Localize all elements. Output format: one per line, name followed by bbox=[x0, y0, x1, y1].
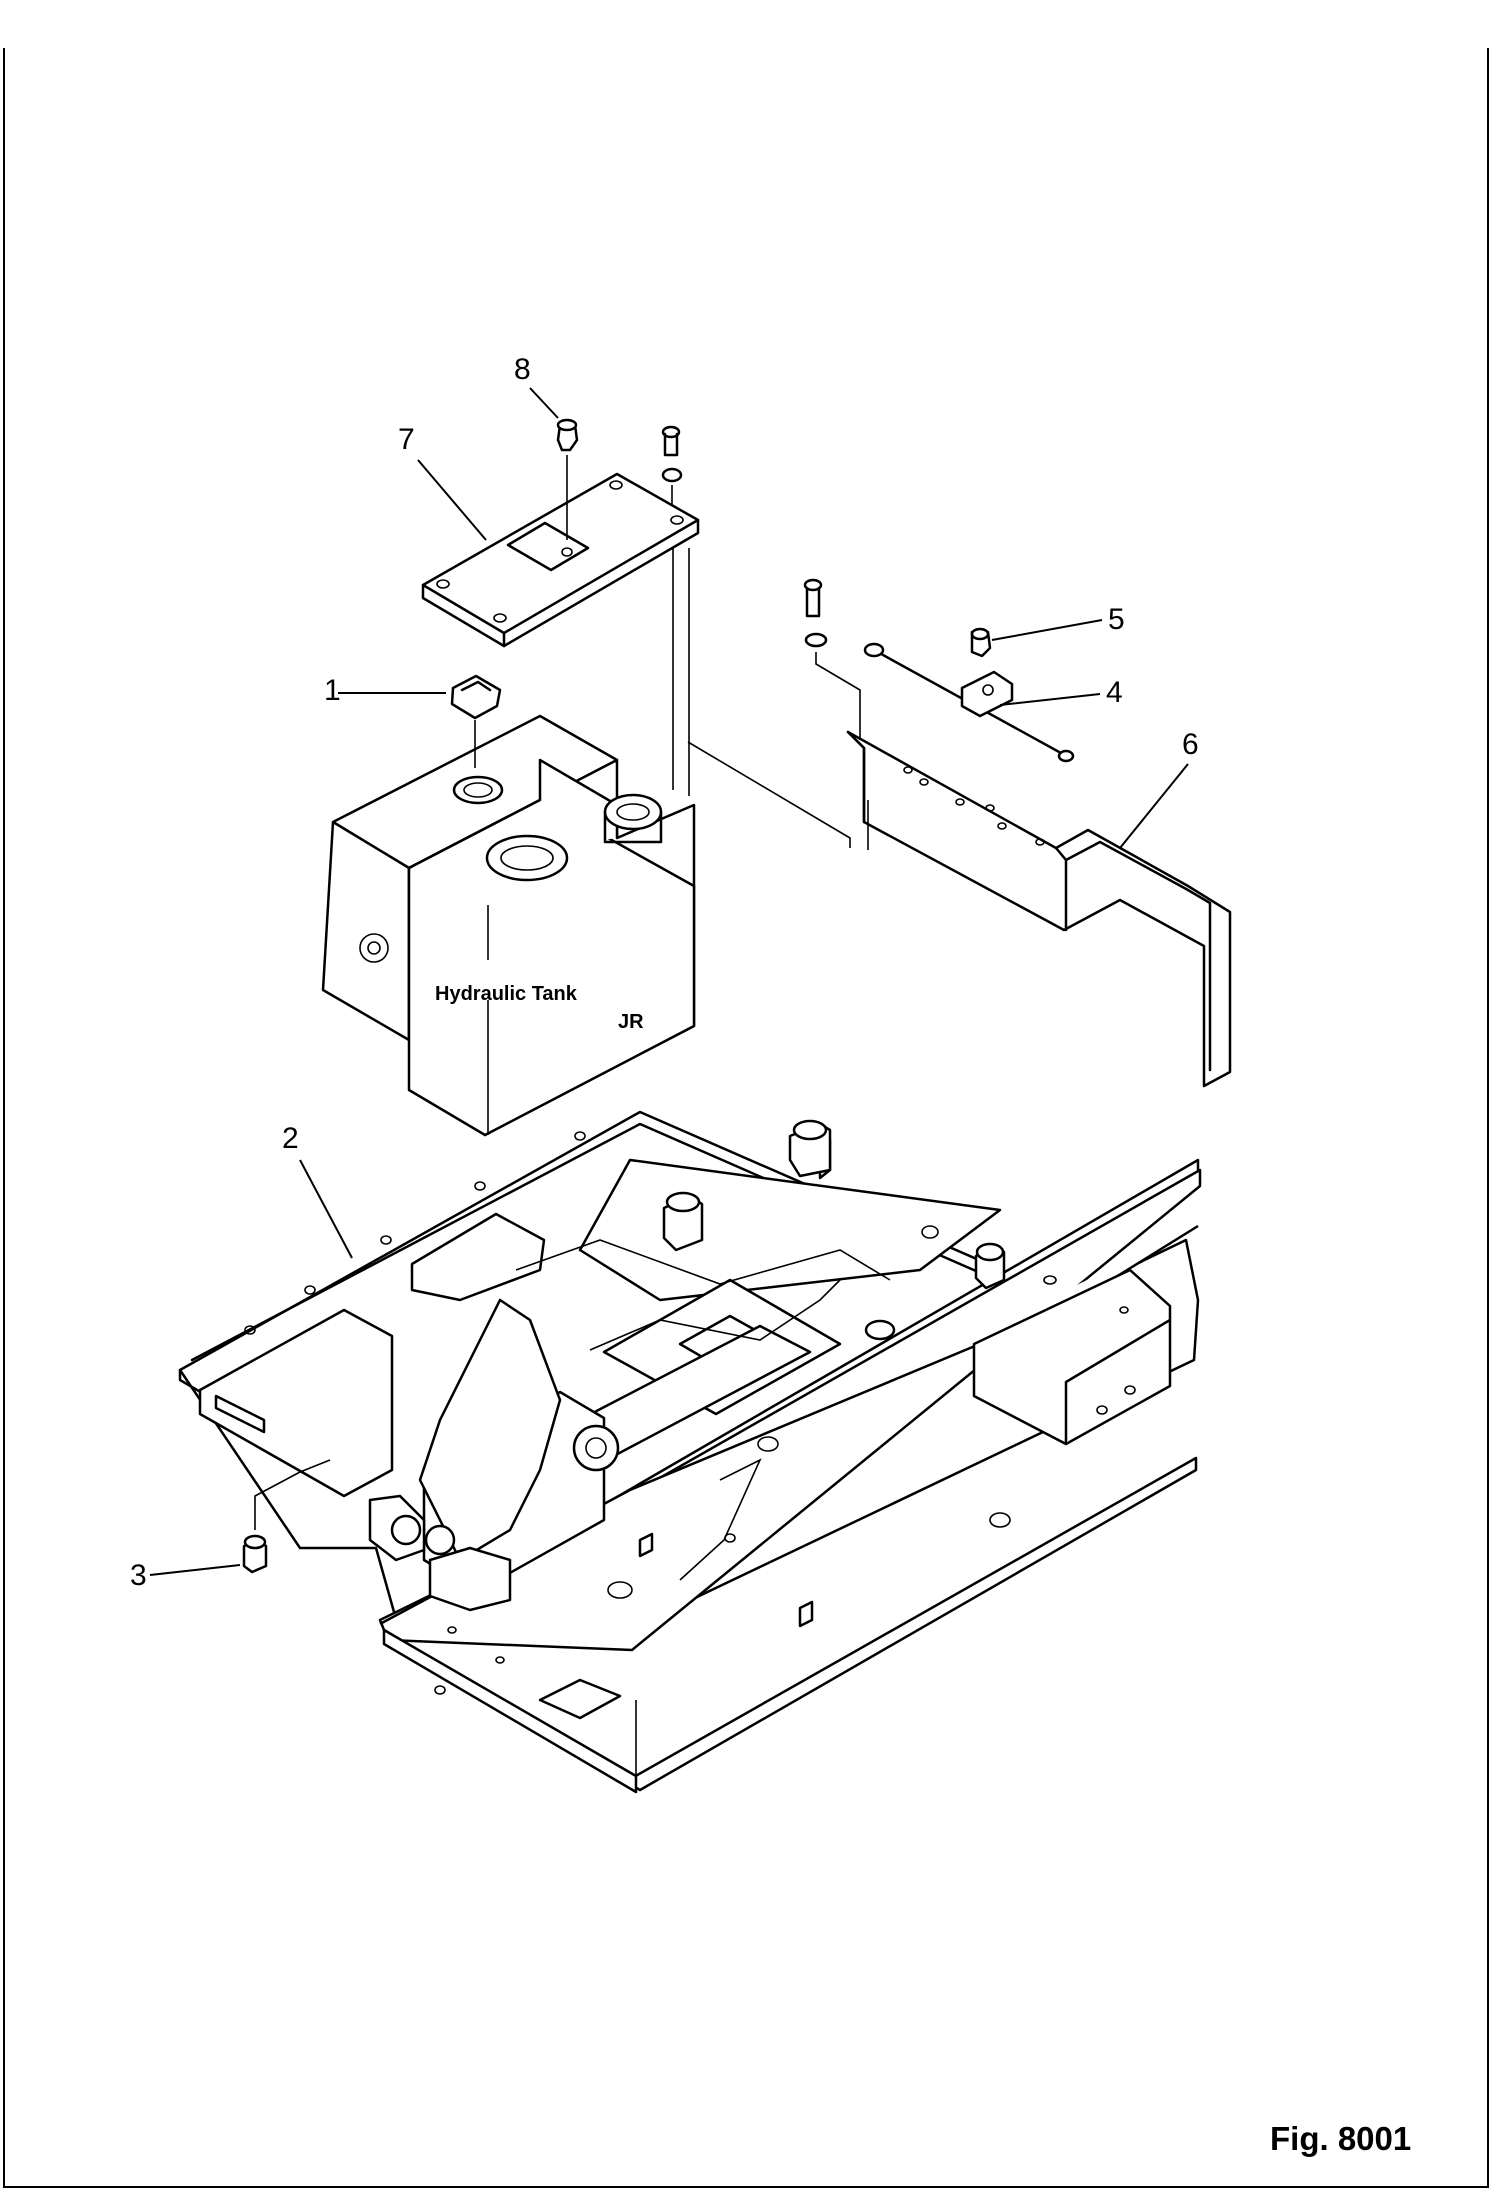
filler-cap-icon bbox=[450, 674, 502, 768]
callout-5: 5 bbox=[991, 603, 1125, 641]
callout-6-label: 6 bbox=[1182, 728, 1199, 761]
tank-label: Hydraulic Tank bbox=[435, 983, 578, 1005]
bracket-arm bbox=[846, 730, 1232, 1088]
callout-4: 4 bbox=[999, 676, 1123, 709]
bracket-nut-icon bbox=[970, 627, 992, 658]
cover-bolt-icon bbox=[556, 418, 579, 540]
callout-4-label: 4 bbox=[1106, 676, 1123, 709]
callout-2: 2 bbox=[282, 1122, 353, 1259]
revolving-frame bbox=[178, 1110, 1202, 1794]
callout-3: 3 bbox=[130, 1559, 241, 1592]
callout-7-label: 7 bbox=[398, 423, 415, 456]
bracket-bolt-icon bbox=[803, 578, 861, 740]
hydraulic-tank: Hydraulic Tank JR bbox=[321, 714, 696, 1137]
callout-1-label: 1 bbox=[324, 674, 341, 707]
callout-5-label: 5 bbox=[1108, 603, 1125, 636]
cover-screw-icon bbox=[661, 425, 683, 505]
callout-7: 7 bbox=[398, 423, 487, 541]
callout-3-label: 3 bbox=[130, 1559, 147, 1592]
callout-8-label: 8 bbox=[514, 353, 531, 386]
callout-2-label: 2 bbox=[282, 1122, 299, 1155]
callout-8: 8 bbox=[514, 353, 559, 419]
drain-plug-icon bbox=[242, 1459, 331, 1574]
callout-6: 6 bbox=[1119, 728, 1199, 849]
tank-mark: JR bbox=[618, 1011, 644, 1033]
figure-number: Fig. 8001 bbox=[1270, 2120, 1412, 2157]
page-frame bbox=[3, 48, 1489, 2188]
bracket-rod bbox=[863, 642, 1075, 763]
tank-cover-plate bbox=[421, 472, 700, 648]
callout-1: 1 bbox=[324, 674, 446, 707]
